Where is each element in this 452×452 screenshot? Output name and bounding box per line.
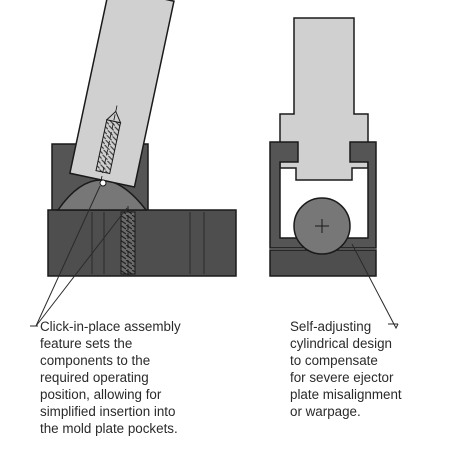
left-rod-drill-tip <box>105 110 122 124</box>
right-caption-line: or warpage. <box>290 404 361 419</box>
right-caption-line: for severe ejector <box>290 370 394 385</box>
callout-leaders <box>30 185 399 330</box>
right-t-rod <box>279 17 369 181</box>
right-caption-line: to compensate <box>290 353 378 368</box>
left-leader-b <box>35 207 128 327</box>
left-caption-line: Click-in-place assembly <box>40 319 181 334</box>
right-base-plate <box>269 249 377 277</box>
left-rod-body <box>69 0 175 188</box>
right-caption-line: plate misalignment <box>290 387 402 402</box>
left-rod-axis <box>99 105 118 184</box>
left-caption-line: required operating <box>40 370 149 385</box>
right-caption-line: Self-adjusting <box>290 319 372 334</box>
left-contact-point <box>99 179 107 187</box>
right-caption: Self-adjusting cylindrical design to com… <box>290 318 402 420</box>
left-leader-a <box>35 185 101 327</box>
left-caption-line: simplified insertion into <box>40 404 176 419</box>
left-caption: Click-in-place assembly feature sets the… <box>40 318 181 437</box>
left-lower-plate <box>47 209 237 277</box>
right-leader <box>351 243 399 330</box>
right-housing <box>269 141 377 249</box>
left-caption-line: components to the <box>40 353 151 368</box>
left-caption-line: the mold plate pockets. <box>40 421 178 436</box>
left-tilted-rod <box>69 0 175 188</box>
right-caption-line: cylindrical design <box>290 336 392 351</box>
left-caption-line: position, allowing for <box>40 387 162 402</box>
left-caption-line: feature sets the <box>40 336 133 351</box>
left-assembly <box>47 0 237 277</box>
right-assembly <box>269 17 377 277</box>
